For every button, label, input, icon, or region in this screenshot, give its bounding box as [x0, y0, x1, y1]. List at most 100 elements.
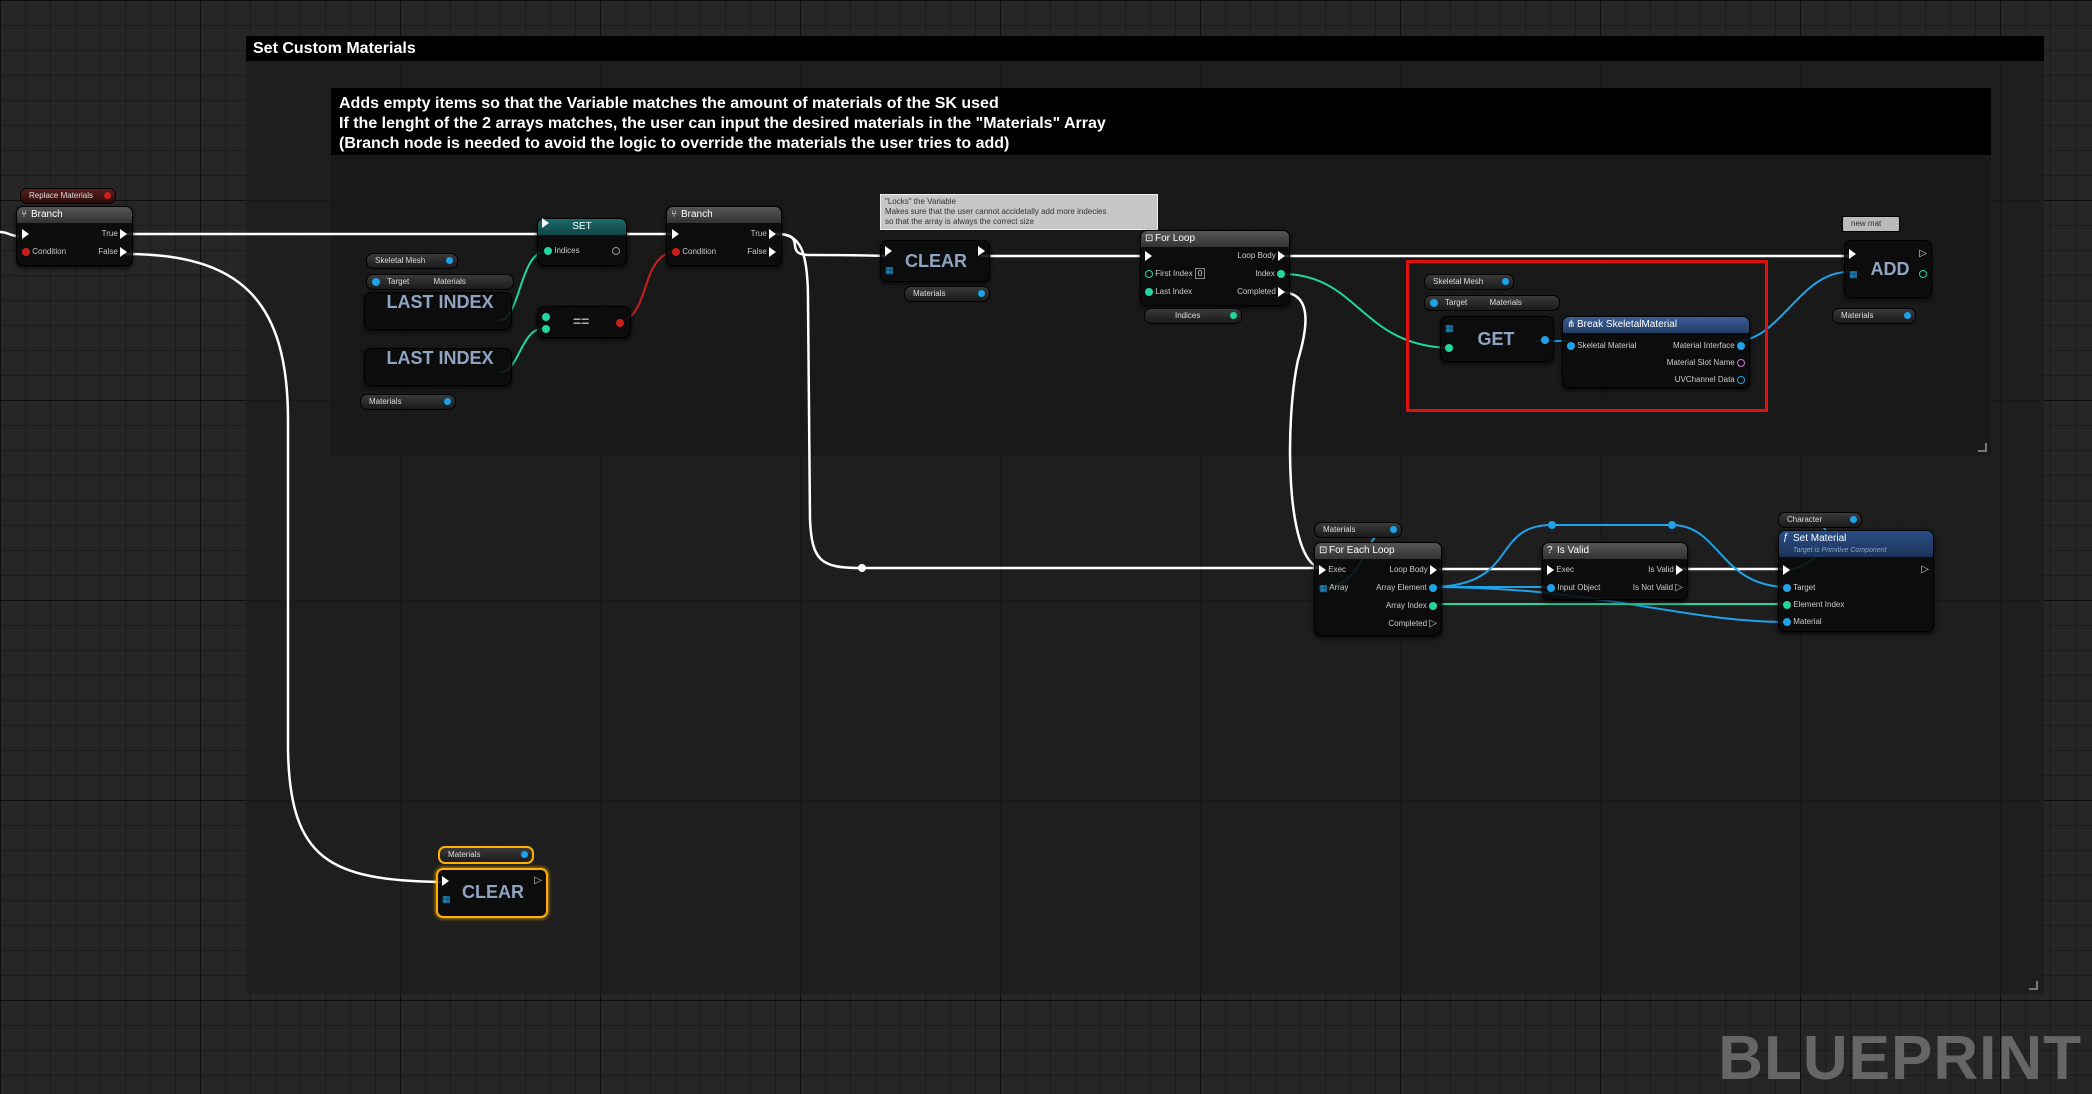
set-material-node[interactable]: ƒ Set Material Target is Primitive Compo…	[1778, 530, 1934, 632]
comment-line-2: If the lenght of the 2 arrays matches, t…	[339, 115, 1106, 132]
index-pin[interactable]	[1445, 343, 1453, 353]
materials-var[interactable]: Materials	[438, 846, 534, 864]
object-pin[interactable]	[446, 257, 453, 264]
materials-var[interactable]: Materials	[360, 394, 456, 410]
uvchannel-data-pin[interactable]: UVChannel Data	[1675, 375, 1745, 385]
condition-pin[interactable]: Condition	[672, 247, 716, 257]
array-pin[interactable]	[444, 398, 451, 405]
object-pin[interactable]	[1850, 516, 1857, 523]
branch-icon: ⑂	[21, 209, 27, 220]
true-pin[interactable]: True	[102, 229, 127, 239]
exec-in-pin[interactable]: Exec	[1319, 565, 1346, 575]
first-index-pin[interactable]: First Index 0	[1145, 268, 1206, 279]
b-pin[interactable]	[542, 324, 550, 334]
material-interface-pin[interactable]: Material Interface	[1673, 341, 1745, 351]
condition-pin[interactable]: Condition	[22, 247, 66, 257]
equals-node[interactable]: ==	[537, 306, 631, 338]
element-index-pin[interactable]: Element Index	[1783, 600, 1844, 610]
false-pin[interactable]: False	[747, 247, 776, 257]
exec-in-pin[interactable]	[1783, 565, 1790, 575]
node-title: Branch	[31, 209, 63, 220]
comment-resize-handle[interactable]	[1978, 443, 1987, 452]
break-skeletal-material-node[interactable]: ⋔Break SkeletalMaterial Skeletal Materia…	[1562, 316, 1750, 388]
skeletal-mesh-var[interactable]: Skeletal Mesh	[1424, 274, 1514, 290]
array-pin[interactable]: ▦	[1849, 269, 1858, 279]
materials-var[interactable]: Materials	[904, 286, 990, 302]
array-pin[interactable]	[978, 290, 985, 297]
node-title: Branch	[681, 209, 713, 220]
array-pin[interactable]	[521, 851, 528, 858]
exec-in-pin[interactable]	[542, 218, 549, 228]
target-pin[interactable]	[372, 278, 380, 286]
materials-var[interactable]: Materials	[1832, 308, 1916, 324]
exec-out-pin[interactable]: ▷	[534, 875, 542, 886]
branch-node-1[interactable]: ⑂ Branch Condition True False	[16, 206, 133, 266]
index-out-pin[interactable]	[1919, 269, 1927, 279]
is-not-valid-pin[interactable]: Is Not Valid ▷	[1632, 582, 1683, 593]
array-pin[interactable]: ▦	[885, 265, 894, 275]
is-valid-pin[interactable]: Is Valid	[1648, 565, 1683, 575]
add-node[interactable]: ▷ ▦ ADD	[1844, 240, 1932, 298]
clear-node-1[interactable]: ▦ CLEAR	[880, 240, 990, 282]
array-pin[interactable]: ▦ Array	[1319, 583, 1349, 593]
true-pin[interactable]: True	[751, 229, 776, 239]
set-node[interactable]: SET Indices	[537, 218, 627, 266]
indices-var[interactable]: Indices	[1144, 308, 1242, 324]
comment-resize-handle[interactable]	[2029, 981, 2038, 990]
completed-pin[interactable]: Completed	[1237, 287, 1285, 297]
skeletal-mesh-var[interactable]: Skeletal Mesh	[366, 253, 458, 269]
bool-out-pin[interactable]	[616, 318, 624, 328]
target-pin[interactable]: Target	[1783, 583, 1815, 593]
loop-body-pin[interactable]: Loop Body	[1238, 251, 1285, 261]
object-pin[interactable]	[1502, 278, 1509, 285]
question-icon: ?	[1547, 545, 1553, 556]
materials-var[interactable]: Materials	[1314, 522, 1402, 538]
last-index-node-2[interactable]: LAST INDEX	[364, 348, 512, 386]
is-valid-node[interactable]: ?Is Valid Exec Input Object Is Valid Is …	[1542, 542, 1688, 600]
get-materials-node[interactable]: Target Materials	[1424, 295, 1560, 311]
material-slot-name-pin[interactable]: Material Slot Name	[1667, 358, 1745, 368]
get-node[interactable]: ▦ GET	[1440, 316, 1554, 362]
last-index-node-1[interactable]: LAST INDEX	[364, 292, 512, 330]
exec-in-pin[interactable]	[885, 246, 892, 256]
bool-pin[interactable]	[104, 192, 111, 199]
character-var[interactable]: Character	[1778, 512, 1862, 528]
skeletal-material-pin[interactable]: Skeletal Material	[1567, 341, 1636, 351]
highlight-frame	[1406, 260, 1768, 412]
exec-out-pin[interactable]: ▷	[1921, 564, 1929, 575]
exec-in-pin[interactable]	[672, 229, 679, 239]
for-each-loop-node[interactable]: ⊡For Each Loop Exec ▦ Array Loop Body Ar…	[1314, 542, 1442, 636]
false-pin[interactable]: False	[98, 247, 127, 257]
array-pin[interactable]	[1904, 312, 1911, 319]
input-object-pin[interactable]: Input Object	[1547, 583, 1600, 593]
exec-out-pin[interactable]: ▷	[1919, 248, 1927, 260]
array-pin[interactable]	[1230, 312, 1237, 319]
exec-in-pin[interactable]: Exec	[1547, 565, 1574, 575]
exec-in-pin[interactable]	[1145, 251, 1152, 261]
a-pin[interactable]	[542, 312, 550, 322]
material-pin[interactable]: Material	[1783, 617, 1822, 627]
array-pin[interactable]	[1390, 526, 1397, 533]
indices-pin[interactable]: Indices	[544, 246, 580, 256]
exec-out-pin[interactable]	[978, 246, 985, 256]
new-mat-var[interactable]: new mat	[1842, 216, 1900, 232]
exec-in-pin[interactable]	[1849, 249, 1856, 259]
index-pin[interactable]: Index	[1255, 269, 1285, 279]
array-element-pin[interactable]: Array Element	[1376, 583, 1437, 593]
clear-node-2[interactable]: ▷ ▦ CLEAR	[436, 868, 548, 918]
replace-materials-var[interactable]: Replace Materials	[20, 188, 116, 204]
array-index-pin[interactable]: Array Index	[1386, 601, 1437, 611]
get-materials-node[interactable]: Target Materials	[366, 274, 514, 290]
completed-pin[interactable]: Completed ▷	[1388, 618, 1437, 629]
branch-node-2[interactable]: ⑂Branch Condition True False	[666, 206, 782, 266]
for-loop-node[interactable]: ⊡For Loop First Index 0 Last Index Loop …	[1140, 230, 1290, 306]
item-out-pin[interactable]	[1541, 335, 1549, 345]
indices-out-pin[interactable]	[612, 246, 620, 256]
exec-in-pin[interactable]	[442, 876, 449, 886]
loop-body-pin[interactable]: Loop Body	[1390, 565, 1437, 575]
exec-in-pin[interactable]	[22, 229, 29, 239]
target-pin[interactable]	[1430, 299, 1438, 307]
last-index-pin[interactable]: Last Index	[1145, 287, 1192, 297]
array-pin[interactable]: ▦	[1445, 323, 1454, 333]
array-pin[interactable]: ▦	[442, 894, 451, 904]
